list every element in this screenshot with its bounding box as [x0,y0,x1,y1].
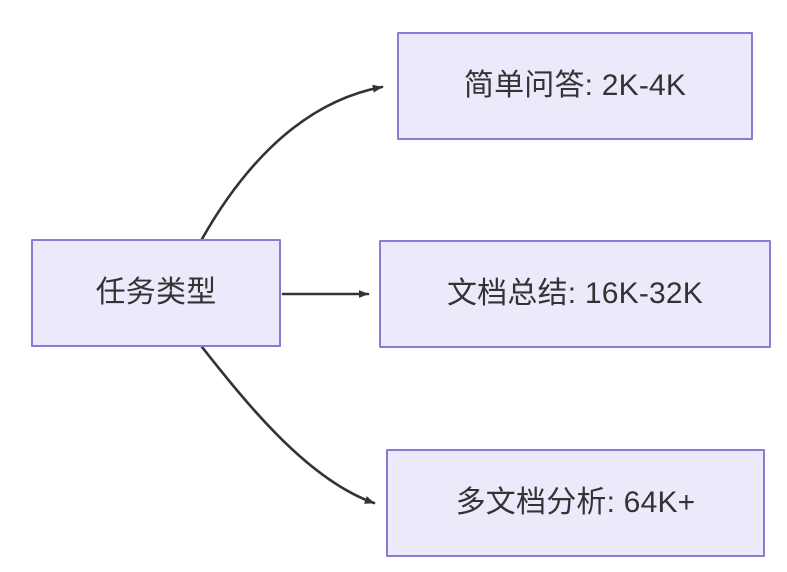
node-multi-doc[interactable]: 多文档分析: 64K+ [386,449,765,557]
node-simple-qa-label: 简单问答: 2K-4K [463,69,687,103]
node-doc-summary-label: 文档总结: 16K-32K [446,277,704,311]
node-simple-qa[interactable]: 简单问答: 2K-4K [397,32,753,140]
node-doc-summary[interactable]: 文档总结: 16K-32K [379,240,771,348]
node-task-type[interactable]: 任务类型 [31,239,281,347]
edge-root-to-simple-qa [200,84,384,241]
edge-root-to-multi-doc [200,345,376,505]
node-multi-doc-label: 多文档分析: 64K+ [455,486,696,520]
node-task-type-label: 任务类型 [95,276,217,310]
